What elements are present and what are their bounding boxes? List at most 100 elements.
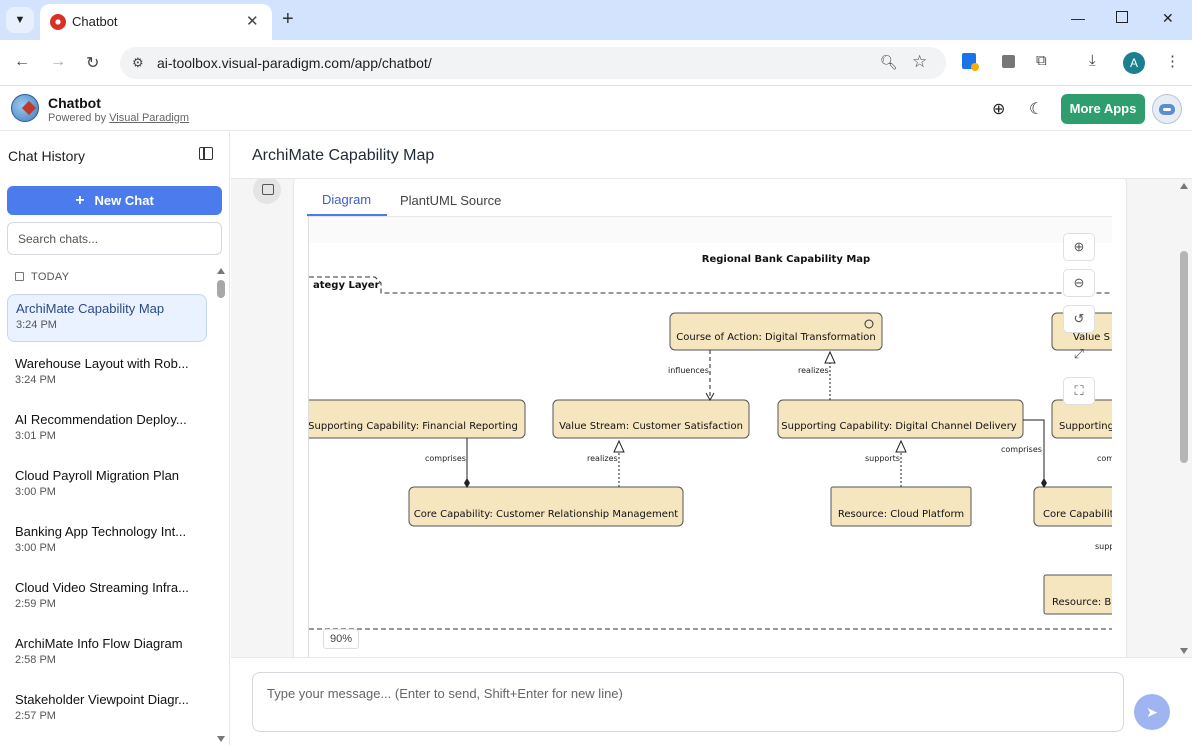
powered-by: Powered by Visual Paradigm — [48, 112, 189, 124]
chat-item[interactable]: Banking App Technology Int... 3:00 PM — [7, 518, 207, 566]
sidebar-scrollbar[interactable] — [216, 264, 226, 745]
bot-avatar[interactable] — [1152, 94, 1182, 124]
plus-icon: + — [75, 192, 85, 209]
site-info-icon[interactable]: ⚙ — [132, 55, 144, 70]
back-icon[interactable]: ← — [14, 53, 30, 70]
maximize-icon[interactable] — [1116, 11, 1128, 23]
tab-search-button[interactable]: ▼ — [6, 7, 34, 33]
window-close-icon[interactable]: ✕ — [1162, 10, 1174, 26]
tab-diagram[interactable]: Diagram — [322, 192, 372, 207]
chat-item-time: 3:24 PM — [15, 374, 56, 386]
extension-gray-icon[interactable] — [1002, 55, 1015, 68]
forward-icon[interactable]: → — [50, 53, 66, 70]
chat-item-title: ArchiMate Info Flow Diagram — [15, 636, 183, 651]
edge-influences-arrowhead — [705, 392, 715, 402]
app-logo-icon — [11, 94, 39, 122]
edge-label: comprises — [425, 454, 466, 463]
chat-item[interactable]: ArchiMate Info Flow Diagram 2:58 PM — [7, 630, 207, 678]
zoom-icon[interactable]: 🔍︎ — [880, 54, 898, 70]
kebab-menu-icon[interactable]: ⋮ — [1165, 53, 1180, 70]
app-header: Chatbot Powered by Visual Paradigm ⊕ ☾ M… — [0, 87, 1192, 131]
fullscreen-button[interactable]: ⛶ — [1063, 377, 1095, 405]
edge-label: realizes — [798, 366, 829, 375]
calendar-icon — [15, 272, 24, 281]
browser-toolbar: ← → ↻ ⚙ ai-toolbox.visual-paradigm.com/a… — [0, 40, 1192, 86]
diagram-title: Regional Bank Capability Map — [702, 254, 870, 265]
reset-icon: ↺ — [1073, 311, 1085, 326]
chat-item-time: 2:59 PM — [15, 598, 56, 610]
new-chat-button[interactable]: +New Chat — [7, 186, 222, 215]
edge-label: influences — [668, 366, 709, 375]
main-panel: ArchiMate Capability Map Diagram PlantUM… — [231, 132, 1192, 745]
edge-comprises-1-diamond — [464, 478, 470, 488]
bot-message-icon — [253, 179, 281, 204]
close-icon[interactable]: ✕ — [246, 13, 259, 30]
sidebar-collapse-icon[interactable] — [199, 147, 213, 160]
bookmark-star-icon[interactable]: ☆ — [912, 52, 928, 71]
chat-item-time: 3:00 PM — [15, 486, 56, 498]
chat-item-time: 2:58 PM — [15, 654, 56, 666]
message-input[interactable] — [252, 672, 1124, 732]
send-button[interactable]: ➤ — [1134, 694, 1170, 730]
zoom-level-badge: 90% — [323, 629, 359, 649]
node-label: Value Stream: Customer Satisfaction — [559, 421, 743, 432]
chat-item-title: AI Recommendation Deploy... — [15, 412, 187, 427]
zoom-in-button[interactable]: ⊕ — [1063, 233, 1095, 261]
main-scroll-thumb[interactable] — [1180, 251, 1188, 463]
main-scrollbar[interactable] — [1177, 179, 1191, 657]
sidebar-title: Chat History — [8, 148, 86, 164]
address-bar[interactable]: ⚙ ai-toolbox.visual-paradigm.com/app/cha… — [120, 47, 946, 79]
diagram-top-band — [309, 217, 1112, 243]
puzzle-icon[interactable]: ⧉ — [1036, 52, 1047, 69]
zoom-out-button[interactable]: ⊖ — [1063, 269, 1095, 297]
chat-item-title: Cloud Video Streaming Infra... — [15, 580, 189, 595]
group-label-today: TODAY — [15, 271, 69, 283]
diagram-viewport[interactable]: Regional Bank Capability Map ategy Layer… — [308, 217, 1112, 657]
browser-tab[interactable]: Chatbot ✕ — [40, 4, 272, 40]
node-label: Core Capabilit — [1043, 509, 1112, 520]
profile-avatar[interactable]: A — [1123, 52, 1145, 74]
chat-item-title: ArchiMate Capability Map — [16, 301, 165, 316]
fit-button[interactable]: ⤢ — [1063, 341, 1095, 369]
chat-item[interactable]: ArchiMate Capability Map 3:24 PM — [7, 294, 207, 342]
node-fin-reporting: Supporting Capability: Financial Reporti… — [309, 399, 526, 439]
send-icon: ➤ — [1146, 704, 1158, 720]
chat-item[interactable]: Cloud Payroll Migration Plan 3:00 PM — [7, 462, 207, 510]
fullscreen-icon: ⛶ — [1074, 383, 1084, 398]
globe-icon[interactable]: ⊕ — [992, 101, 1006, 118]
tab-divider — [307, 216, 1112, 217]
page-title: ArchiMate Capability Map — [252, 147, 435, 164]
chat-item[interactable]: Stakeholder Viewpoint Diagr... 2:57 PM — [7, 686, 207, 734]
search-chats-input[interactable] — [7, 222, 222, 255]
sidebar-scroll-thumb[interactable] — [217, 280, 225, 298]
extension-icon[interactable] — [962, 53, 979, 71]
chat-item-title: Warehouse Layout with Rob... — [15, 356, 189, 371]
scroll-up-icon[interactable] — [1180, 183, 1188, 189]
download-icon[interactable]: ⤓ — [1089, 52, 1096, 69]
chat-item-time: 3:24 PM — [16, 319, 57, 331]
scroll-down-icon[interactable] — [1180, 648, 1188, 654]
chat-item[interactable]: AI Recommendation Deploy... 3:01 PM — [7, 406, 207, 454]
tab-plantuml-source[interactable]: PlantUML Source — [400, 193, 502, 208]
visual-paradigm-link[interactable]: Visual Paradigm — [109, 112, 190, 124]
dark-mode-icon[interactable]: ☾ — [1029, 101, 1044, 118]
node-label: Value S — [1073, 332, 1110, 343]
edge-label: comprises — [1001, 445, 1042, 454]
scroll-up-icon[interactable] — [217, 268, 225, 274]
more-apps-button[interactable]: More Apps — [1061, 94, 1145, 124]
chat-item-time: 3:01 PM — [15, 430, 56, 442]
chat-item[interactable]: Warehouse Layout with Rob... 3:24 PM — [7, 350, 207, 398]
minimize-icon[interactable]: — — [1071, 10, 1085, 26]
chevron-down-icon: ▼ — [14, 14, 26, 26]
node-crm: Core Capability: Customer Relationship M… — [408, 486, 684, 527]
zoom-in-icon: ⊕ — [1073, 239, 1085, 254]
group-label-text: TODAY — [31, 271, 70, 283]
edge-label: supports — [865, 454, 900, 463]
expand-icon: ⤢ — [1073, 346, 1085, 361]
new-tab-icon[interactable]: + — [282, 8, 294, 30]
chat-item[interactable]: Cloud Video Streaming Infra... 2:59 PM — [7, 574, 207, 622]
reset-zoom-button[interactable]: ↺ — [1063, 305, 1095, 333]
reload-icon[interactable]: ↻ — [86, 55, 100, 72]
chat-list: TODAY ArchiMate Capability Map 3:24 PM W… — [0, 264, 230, 745]
scroll-down-icon[interactable] — [217, 736, 225, 742]
